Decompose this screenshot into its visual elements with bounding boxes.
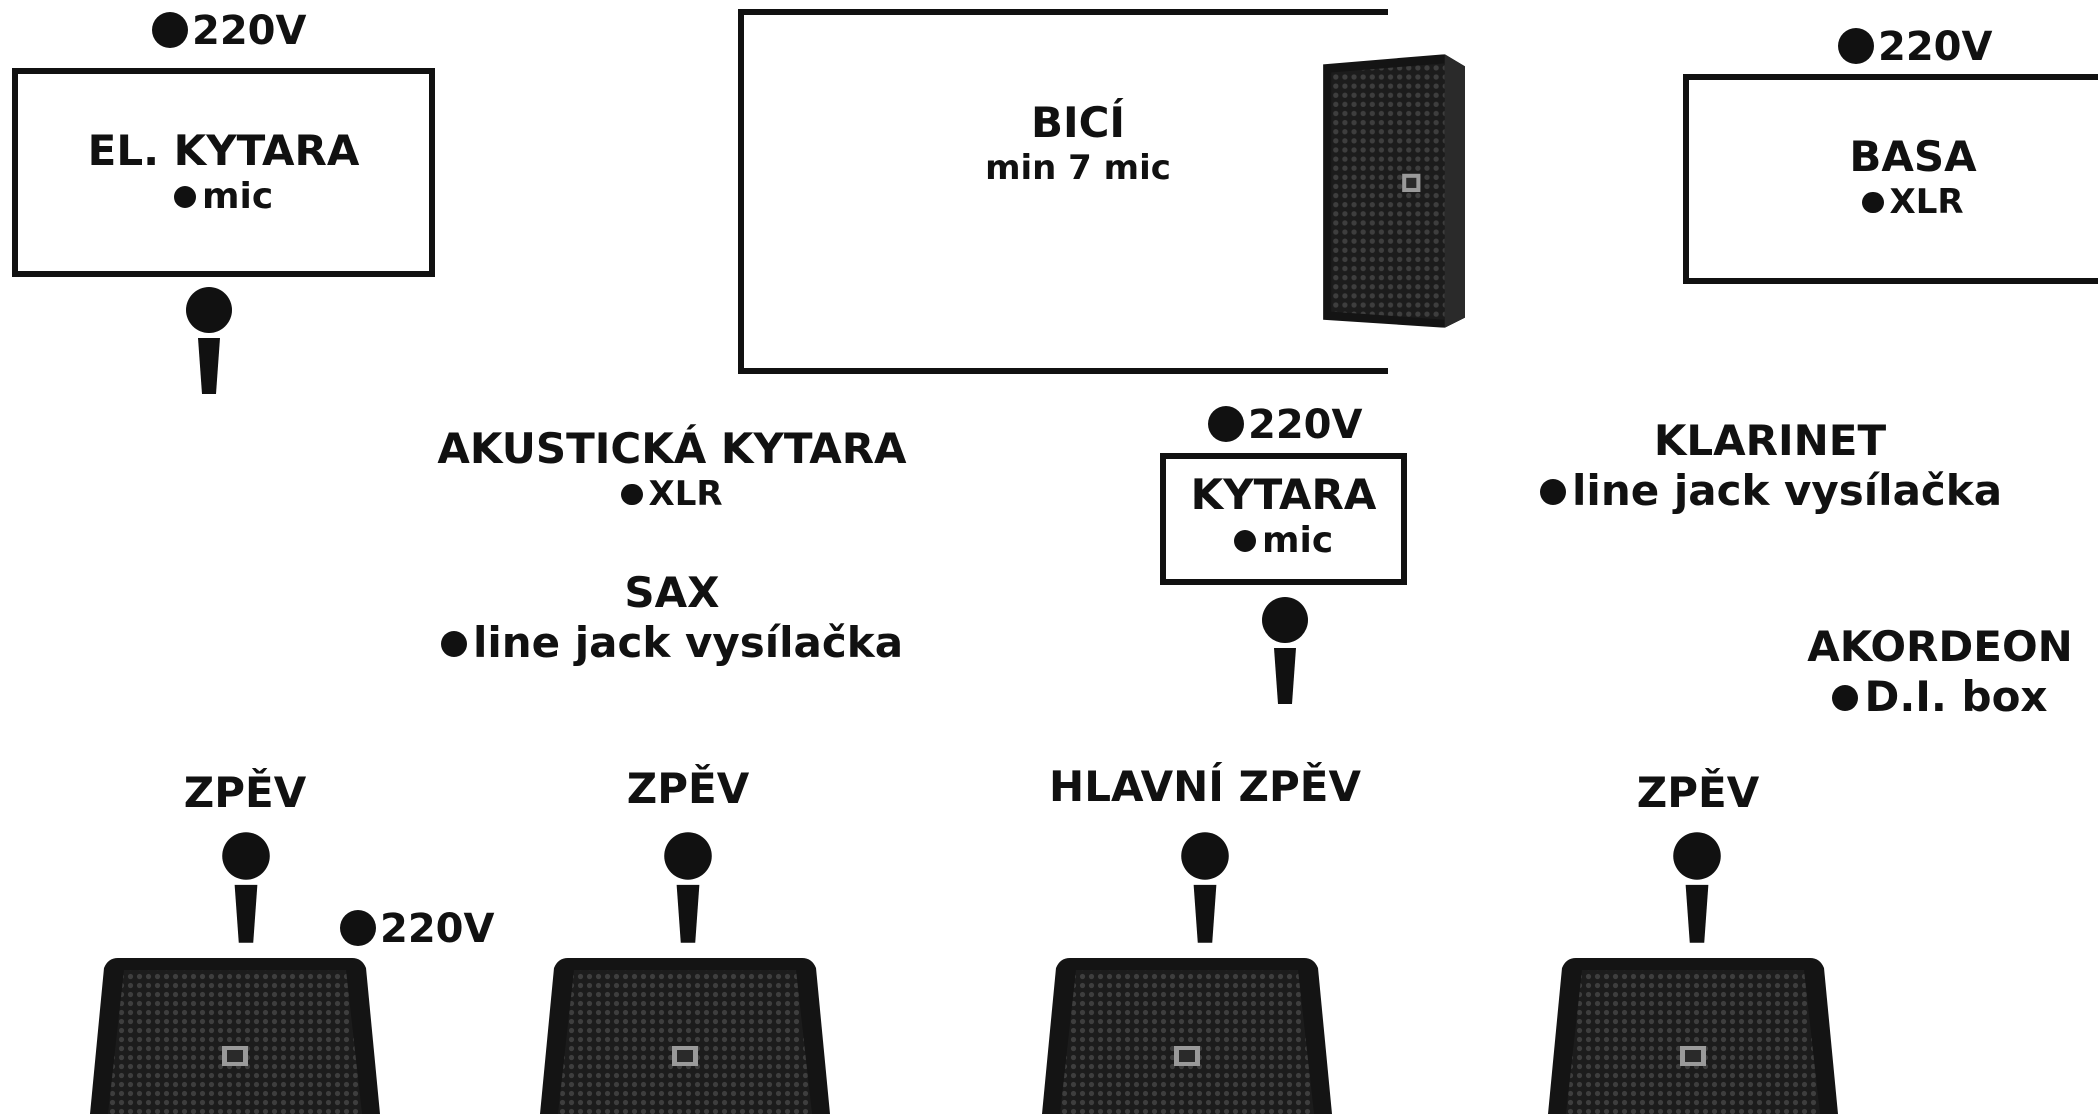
microphone-icon [1174,830,1236,946]
floor-monitor-icon [1040,954,1334,1114]
floor-monitor-icon [88,954,382,1114]
vocal-1-label: ZPĚV [183,768,307,817]
sax-input: line jack vysílačka [472,617,904,667]
el-guitar-label: EL. KYTARA mic [12,126,435,218]
bullet-icon [173,185,197,209]
bullet-icon [1832,685,1859,712]
bullet-icon [1233,529,1257,553]
microphone-icon [215,830,277,946]
vocal-2-label: ZPĚV [626,764,750,813]
microphone-icon [178,286,240,396]
drum-riser-outline [738,9,1388,374]
floor-monitor-icon [1546,954,1840,1114]
el-guitar-box [12,68,435,277]
clarinet-input: line jack vysílačka [1572,465,2003,515]
power-dot-icon [1208,406,1244,442]
power-dot-icon [152,12,188,48]
drums-detail: min 7 mic [985,147,1171,188]
floor-monitor-icon [538,954,832,1114]
microphone-icon [1254,596,1316,706]
accordion-name: AKORDEON [1807,622,2073,671]
acoustic-guitar-label: AKUSTICKÁ KYTARA XLR [422,424,922,514]
bass-name: BASA [1849,132,1977,181]
sax-label: SAX line jack vysílačka [432,568,912,667]
guitar-box [1160,453,1407,585]
speaker-cabinet-icon [1313,50,1465,332]
el-guitar-input: mic [202,175,274,217]
drums-name: BICÍ [1030,98,1126,147]
acoustic-guitar-name: AKUSTICKÁ KYTARA [437,424,907,473]
clarinet-name: KLARINET [1653,416,1887,465]
clarinet-label: KLARINET line jack vysílačka [1540,416,2003,515]
microphone-icon [1666,830,1728,946]
accordion-input: D.I. box [1864,671,2048,721]
power-outlet-guitar: 220V [1208,402,1362,448]
bass-label: BASA XLR [1778,132,2048,222]
bass-input: XLR [1889,181,1964,222]
acoustic-guitar-input: XLR [648,473,723,514]
vocal-3-label: HLAVNÍ ZPĚV [1049,762,1361,811]
microphone-icon [657,830,719,946]
power-outlet-el-guitar: 220V [152,8,306,54]
accordion-label: AKORDEON D.I. box [1800,622,2080,721]
sax-name: SAX [624,568,720,617]
bullet-icon [1862,192,1884,214]
power-outlet-bass: 220V [1838,24,1992,70]
drums-label: BICÍ min 7 mic [888,98,1268,188]
bullet-icon [621,484,643,506]
vocal-4-label: ZPĚV [1636,768,1760,817]
bass-box [1683,74,2098,284]
power-dot-icon [1838,28,1874,64]
guitar-name: KYTARA [1190,470,1377,519]
el-guitar-name: EL. KYTARA [87,126,360,175]
guitar-input: mic [1262,519,1334,561]
power-dot-icon [340,910,376,946]
power-outlet-vocal-1: 220V [340,906,494,952]
bullet-icon [440,631,467,658]
guitar-label: KYTARA mic [1160,470,1407,562]
bullet-icon [1540,479,1567,506]
